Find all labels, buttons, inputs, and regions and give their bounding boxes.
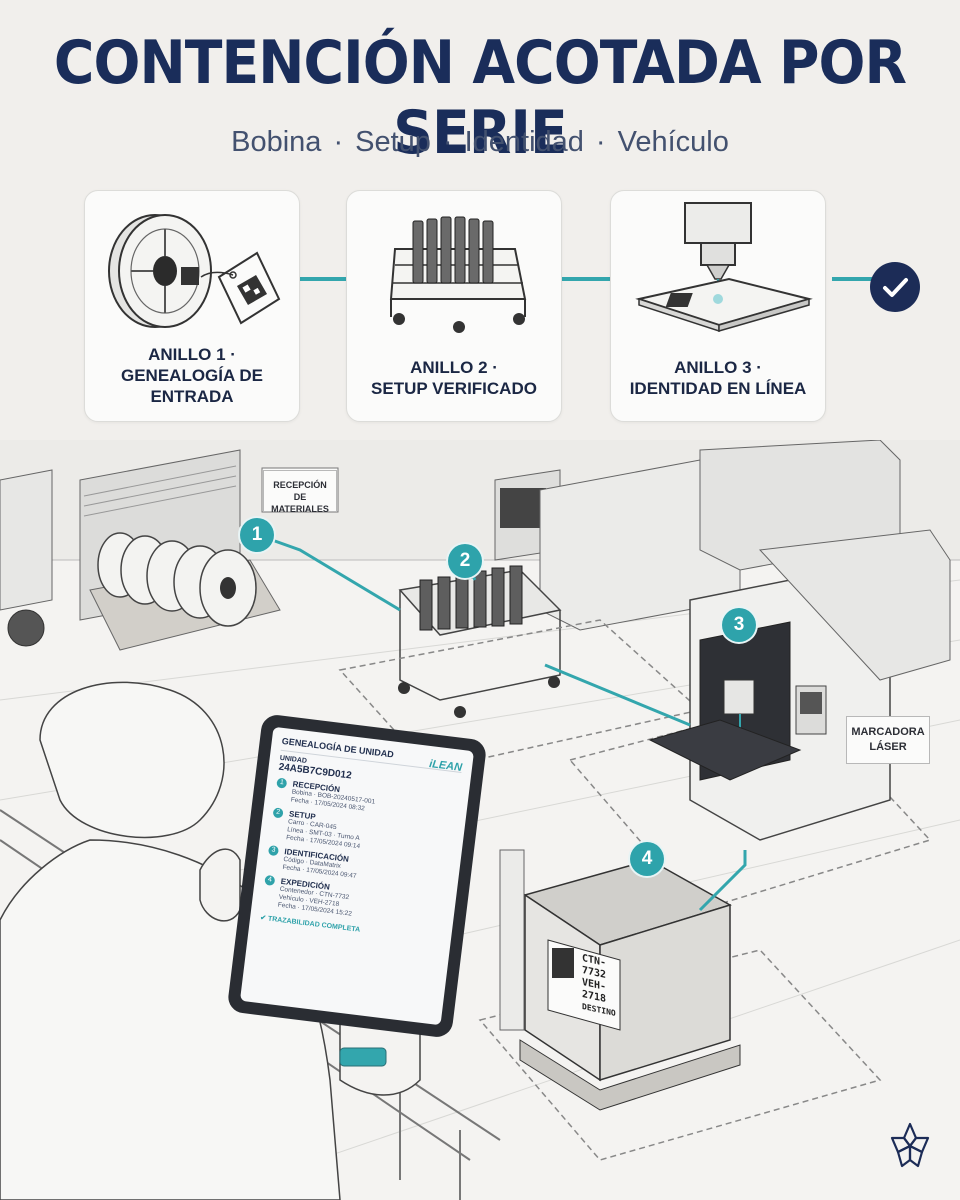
ring-connector xyxy=(300,277,347,281)
ring-connector xyxy=(832,277,872,281)
sign-text: MARCADORA xyxy=(851,726,925,738)
ring-caption-line: IDENTIDAD EN LÍNEA xyxy=(629,379,807,398)
step-number: 2 xyxy=(272,807,284,819)
ring-card-1: ANILLO 1 · GENEALOGÍA DE ENTRADA xyxy=(84,190,300,422)
separator-dot: · xyxy=(595,126,606,158)
laser-marking-icon xyxy=(635,202,813,333)
ring-caption: ANILLO 1 · GENEALOGÍA DE ENTRADA xyxy=(85,344,299,407)
ring-caption-line: ANILLO 2 · xyxy=(410,358,498,377)
step-number: 4 xyxy=(264,874,276,886)
sign-text: DE MATERIALES xyxy=(271,492,329,514)
laser-marker-sign: MARCADORA LÁSER xyxy=(846,716,930,764)
ring-connector xyxy=(561,277,611,281)
ring-caption-line: ENTRADA xyxy=(150,387,234,406)
tablet-genealogy[interactable]: GENEALOGÍA DE UNIDAD iLEAN UNIDAD 24A5B7… xyxy=(226,713,488,1039)
sign-text: LÁSER xyxy=(869,741,907,753)
separator-dot: · xyxy=(333,126,344,158)
sign-text: RECEPCIÓN xyxy=(273,480,327,490)
subtitle-item: Identidad xyxy=(464,126,584,158)
check-circle-icon: ✔ xyxy=(259,914,267,923)
ring-card-2: ANILLO 2 · SETUP VERIFICADO xyxy=(346,190,562,422)
status-text: TRAZABILIDAD COMPLETA xyxy=(267,915,361,934)
cart-icon xyxy=(389,216,527,333)
ring-caption-line: GENEALOGÍA DE xyxy=(121,366,263,385)
subtitle-item: Setup xyxy=(355,126,431,158)
step-badge-4: 4 xyxy=(630,842,664,876)
step-badge-3: 3 xyxy=(722,608,756,642)
reception-sign: RECEPCIÓN DE MATERIALES xyxy=(263,470,337,514)
page-subtitle: Bobina · Setup · Identidad · Vehículo xyxy=(0,126,960,159)
brand-logo-icon xyxy=(890,1122,930,1168)
crate-label: CTN-7732 VEH-2718 DESTINO xyxy=(582,953,630,1031)
coil-with-tag-icon xyxy=(108,214,281,328)
subtitle-item: Bobina xyxy=(231,126,322,158)
step-number: 3 xyxy=(267,845,280,857)
ring-caption-line: ANILLO 3 · xyxy=(674,358,762,377)
ring-card-3: ANILLO 3 · IDENTIDAD EN LÍNEA xyxy=(610,190,826,422)
step-number: 1 xyxy=(276,777,288,789)
step-badge-1: 1 xyxy=(240,518,274,552)
ring-caption-line: SETUP VERIFICADO xyxy=(371,379,537,398)
ring-caption-line: ANILLO 1 · xyxy=(148,345,236,364)
separator-dot: · xyxy=(442,126,453,158)
tablet-screen[interactable]: GENEALOGÍA DE UNIDAD iLEAN UNIDAD 24A5B7… xyxy=(239,726,475,1026)
ring-caption: ANILLO 2 · SETUP VERIFICADO xyxy=(347,357,561,399)
page-title: CONTENCIÓN ACOTADA POR SERIE xyxy=(53,28,907,168)
complete-check-icon xyxy=(870,262,920,312)
step-badge-2: 2 xyxy=(448,544,482,578)
ring-caption: ANILLO 3 · IDENTIDAD EN LÍNEA xyxy=(611,357,825,399)
subtitle-item: Vehículo xyxy=(617,126,729,158)
